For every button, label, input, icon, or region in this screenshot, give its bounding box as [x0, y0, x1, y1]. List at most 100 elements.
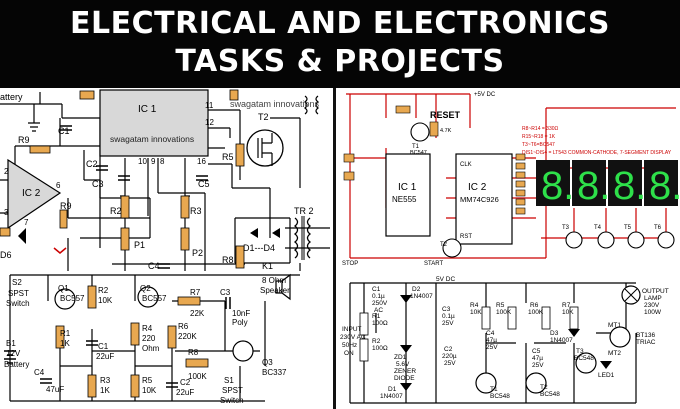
digit-2: 8. [577, 164, 610, 208]
label-t4: T4 [594, 225, 602, 231]
label-input-v: 230V AC [340, 334, 366, 341]
label-r7: R7 [190, 288, 201, 297]
label-4k7: 4.7K [440, 128, 452, 134]
label-r3: R3 [190, 206, 202, 216]
label-speaker: 8 Ohm [262, 276, 286, 285]
label-q3: Q3 [262, 358, 273, 367]
label-led: LED1 [598, 372, 615, 379]
label-c3-type: Poly [232, 318, 248, 327]
label-c3: C3 [92, 179, 104, 189]
ic2-type: MM74C926 [460, 195, 499, 204]
schematic-top-right: IC 1 NE555 IC 2 MM74C926 CLK RST 8. 8. 8… [336, 88, 680, 273]
resistor-r2 [359, 338, 369, 362]
label-d6: D6 [0, 250, 12, 260]
resistor-r9 [59, 209, 68, 229]
label-b1: B1 [6, 339, 16, 348]
resistor-r2 [120, 195, 130, 219]
transistor-t6 [657, 231, 675, 249]
ic1-brand: swagatam innovations [110, 134, 194, 144]
svg-text:16: 16 [197, 157, 206, 166]
label-t1: T1 [412, 144, 420, 150]
label-lamp-w: 100W [644, 309, 662, 316]
label-t3: T3 [576, 348, 584, 355]
banner-title-line-1: ELECTRICAL AND ELECTRONICS [70, 6, 610, 41]
label-r1-v: 100Ω [372, 320, 388, 327]
label-r2: R2 [372, 338, 381, 345]
label-t5: T5 [624, 225, 632, 231]
label-c5-rating: 25V [532, 362, 544, 369]
label-c4: C4 [148, 261, 160, 271]
svg-text:3: 3 [4, 208, 9, 217]
label-lamp: OUTPUT [642, 288, 669, 295]
capacitor-c2 [166, 382, 178, 388]
label-r6: R6 [530, 302, 539, 309]
label-r4: R4 [142, 324, 153, 333]
label-r1: R1 [372, 313, 381, 320]
label-r2: R2 [98, 286, 109, 295]
label-s2-type: SPST [8, 289, 29, 298]
capacitor-c5 [196, 175, 208, 181]
label-d1: D1 [388, 386, 397, 393]
label-r5-v: 10K [142, 386, 157, 395]
label-c4-rating: 25V [486, 344, 498, 351]
ic2-clk-pin: CLK [460, 162, 472, 168]
transistor-t1 [475, 372, 497, 394]
label-r2-v: 10K [98, 296, 113, 305]
component-notes: R8~R14 = 330Ω R15~R18 = 1K T3~T6=BC547 D… [522, 126, 672, 156]
schematic-bottom-right: 5V DC C1 0.1µ 250V AC D2 1N4007 R1 100Ω … [336, 273, 680, 409]
svg-text:12: 12 [205, 118, 214, 127]
triac-bt136 [609, 326, 631, 348]
label-d2: D2 [412, 286, 421, 293]
label-triac-type: TRIAC [636, 339, 656, 346]
transformer-top [304, 95, 319, 115]
schematic-top-left-drawing: IC 1 swagatam innovations IC 2 attery C1… [0, 89, 330, 271]
svg-text:10: 10 [138, 157, 147, 166]
panel-divider [333, 88, 336, 409]
svg-text:7: 7 [24, 218, 29, 227]
label-t1-type: BC548 [490, 393, 510, 400]
label-p1: P1 [134, 240, 145, 250]
label-r8-v: 100K [188, 372, 207, 381]
svg-text:8: 8 [160, 157, 165, 166]
svg-text:R15~R18 = 1K: R15~R18 = 1K [522, 134, 556, 140]
resistor-top-a [395, 105, 411, 114]
label-c2: C2 [86, 159, 98, 169]
ic1-label: IC 1 [398, 182, 417, 193]
speaker-icon [275, 273, 291, 301]
label-d3: D3 [550, 330, 559, 337]
schematic-bottom-left: S2 SPST Switch B1 12V Battery C4 47uF Q1… [0, 271, 333, 409]
label-r6-v: 220K [178, 332, 197, 341]
label-triac: BT136 [636, 332, 656, 339]
label-zd1-diode: DIODE [394, 375, 415, 382]
label-s2: S2 [12, 278, 22, 287]
label-5v: 5V DC [436, 276, 455, 283]
label-r1: R1 [60, 329, 71, 338]
label-c2-v: 22uF [176, 388, 194, 397]
label-mt2: MT2 [608, 350, 621, 357]
label-t2: T2 [258, 112, 269, 122]
label-q2: Q2 [140, 284, 151, 293]
label-reset: RESET [430, 110, 461, 120]
schematic-bottom-left-drawing: S2 SPST Switch B1 12V Battery C4 47uF Q1… [0, 271, 333, 409]
wires-bottom-left [9, 274, 300, 402]
label-d1-d4: D1---D4 [243, 243, 275, 253]
label-r5-v: 100K [496, 309, 512, 316]
resistor-left-b [343, 171, 355, 181]
label-r6: R6 [178, 322, 189, 331]
resistor-r1 [359, 312, 369, 336]
schematic-top-left: IC 1 swagatam innovations IC 2 attery C1… [0, 88, 333, 271]
resistor-bank-r8-r14 [515, 153, 526, 215]
resistor-r4 [130, 322, 140, 346]
diode-d2 [400, 295, 412, 303]
resistor-r6 [541, 306, 551, 330]
label-battery: attery [0, 92, 23, 102]
transistor-t3 [565, 231, 583, 249]
ic1-label: IC 1 [138, 104, 157, 115]
label-r9-top: R9 [18, 135, 30, 145]
schematic-top-right-drawing: IC 1 NE555 IC 2 MM74C926 CLK RST 8. 8. 8… [342, 92, 680, 267]
label-r2-v: 100Ω [372, 345, 388, 352]
resistor-r8 [185, 358, 209, 368]
label-r7: R7 [562, 302, 571, 309]
label-t3-type: BC548 [574, 355, 594, 362]
label-c4-v: 47uF [46, 385, 64, 394]
